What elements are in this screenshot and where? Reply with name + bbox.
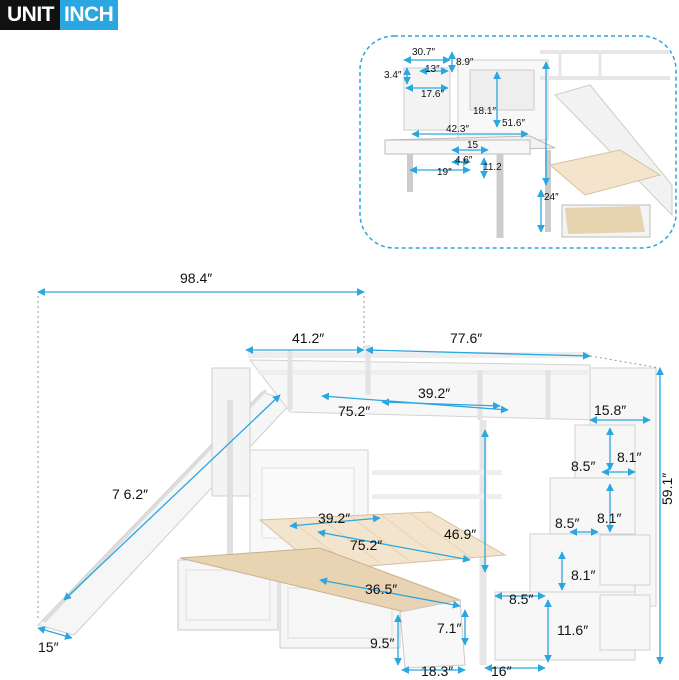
inset-label: 24″ [544,192,559,203]
bottom-slat-width-label: 39.2″ [318,510,351,526]
overall-length-label: 98.4″ [180,270,213,286]
top-slat-width-label: 39.2″ [418,385,451,401]
step-2-depth-label: 8.5″ [555,515,580,531]
inset-label: 4.6″ [455,155,473,166]
inset-label: 30.7″ [412,47,436,58]
inset-label: 18.1″ [473,106,497,117]
inset-label: 17.6″ [421,89,445,100]
inch-label: INCH [60,0,119,30]
stair-depth-label: 16″ [491,663,512,679]
detail-inset [359,35,677,249]
inset-label: 19″ [437,167,452,178]
top-slat-length-label: 75.2″ [338,403,371,419]
step-1-rise-label: 8.1″ [617,449,642,465]
slide-width-label: 15″ [38,639,59,655]
bottom-slat-length-label: 75.2″ [350,537,383,553]
bottom-step-height-label: 11.6″ [557,622,589,638]
main-bed [37,345,657,669]
step-1-depth-label: 8.5″ [571,458,596,474]
unit-label: UNIT [0,0,60,30]
main-dimension-lines [37,288,664,674]
step-3-depth-label: 8.5″ [509,591,534,607]
inset-label: 11.2 [483,162,502,173]
inset-label: 3.4″ [384,70,402,81]
stair-top-width-label: 15.8″ [594,402,627,418]
inset-label: 42.3″ [446,124,470,135]
unit-badge: UNIT INCH [0,0,119,30]
step-3-rise-label: 8.1″ [571,567,596,583]
drawer-height-label: 9.5″ [370,635,395,651]
inset-label: 51.6″ [502,118,526,129]
bottom-height-label: 46.9″ [444,526,477,542]
total-height-label: 59.1″ [659,472,675,505]
top-length-label: 77.6″ [450,330,483,346]
drawer-depth-label: 18.3″ [421,663,454,679]
step-2-rise-label: 8.1″ [597,510,622,526]
inset-label: 8.9″ [456,57,474,68]
inset-label: 13″ [425,64,440,75]
guide-lines [37,296,661,620]
inset-label: 15 [467,140,479,151]
drawer-inner-label: 7.1″ [437,620,462,636]
top-width-label: 41.2″ [292,330,325,346]
drawer-length-label: 36.5″ [365,581,398,597]
slide-length-label: 7 6.2″ [112,486,149,502]
